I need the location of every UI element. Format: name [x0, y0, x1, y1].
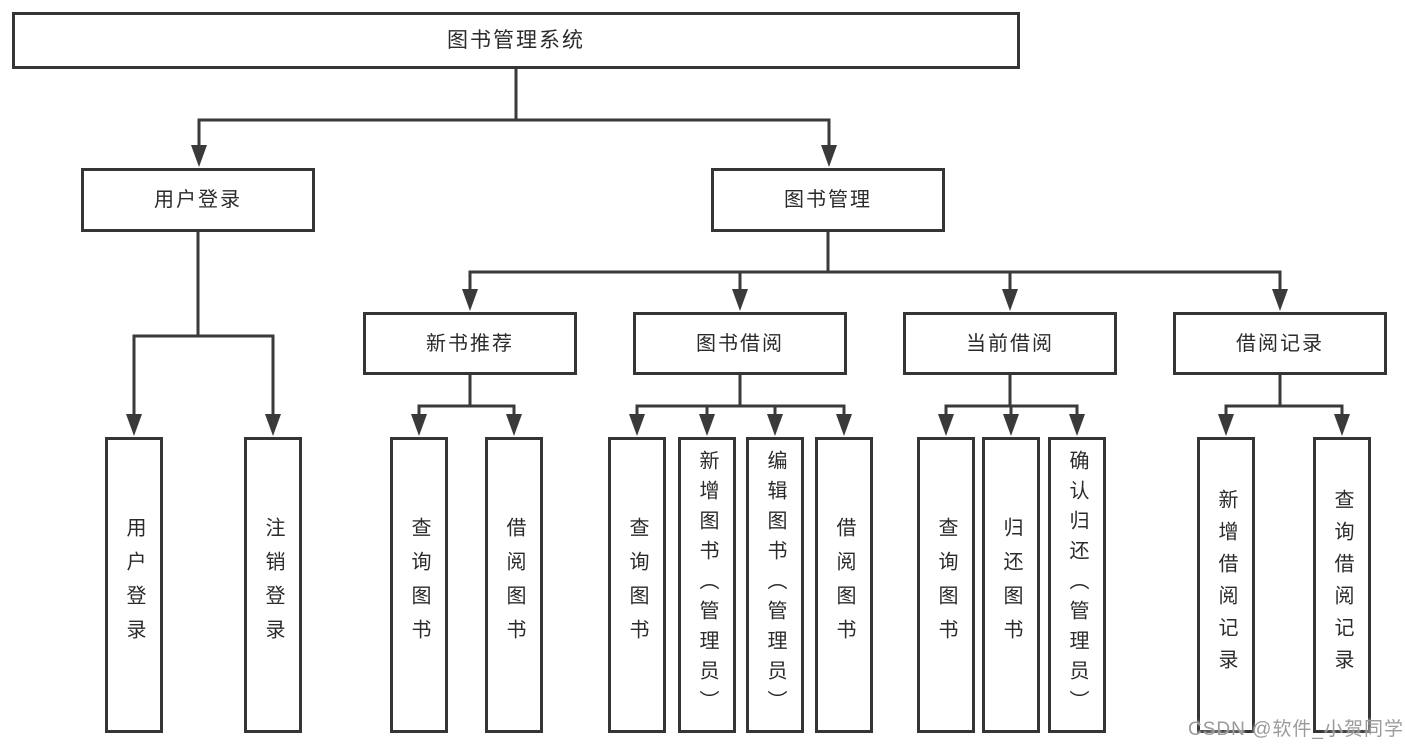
leaf-borrow-books: 借阅图书 [815, 437, 873, 733]
node-book-management-branch: 图书管理 [711, 168, 945, 232]
node-current-borrowing: 当前借阅 [903, 312, 1117, 375]
leaf-edit-books-admin: 编辑图书（管理员） [746, 437, 804, 733]
leaf-query-books-borrowing: 查询图书 [608, 437, 666, 733]
node-book-borrowing: 图书借阅 [633, 312, 847, 375]
node-borrowing-records: 借阅记录 [1173, 312, 1387, 375]
leaf-query-books-recommend: 查询图书 [390, 437, 448, 733]
leaf-logout: 注销登录 [244, 437, 302, 733]
leaf-borrow-books-recommend: 借阅图书 [485, 437, 543, 733]
csdn-watermark: CSDN @软件_小贺同学 [1188, 719, 1404, 740]
node-library-management-system: 图书管理系统 [12, 12, 1020, 69]
leaf-query-books-current: 查询图书 [917, 437, 975, 733]
leaf-add-borrow-record: 新增借阅记录 [1197, 437, 1255, 733]
node-user-login-branch: 用户登录 [81, 168, 315, 232]
leaf-query-borrow-record: 查询借阅记录 [1313, 437, 1371, 733]
node-new-book-recommend: 新书推荐 [363, 312, 577, 375]
leaf-user-login: 用户登录 [105, 437, 163, 733]
leaf-add-books-admin: 新增图书（管理员） [678, 437, 736, 733]
leaf-confirm-return-admin: 确认归还（管理员） [1048, 437, 1106, 733]
leaf-return-books: 归还图书 [982, 437, 1040, 733]
